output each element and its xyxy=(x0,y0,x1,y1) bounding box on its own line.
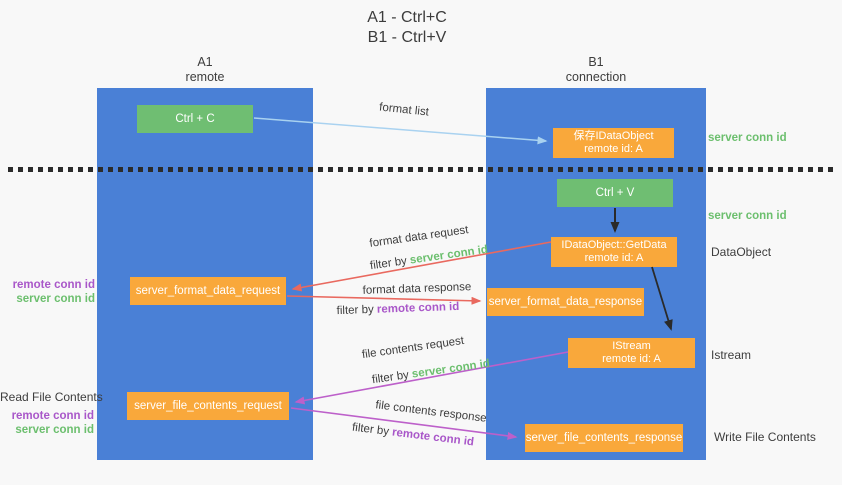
right-label-dataobject: DataObject xyxy=(711,245,772,259)
node-istream-line2: remote id: A xyxy=(602,353,661,365)
right-column-name: B1 xyxy=(588,55,604,69)
node-ctrl-c: Ctrl + C xyxy=(137,105,253,133)
left-column-name: A1 xyxy=(197,55,213,69)
left-label-server-conn-id-1: server conn id xyxy=(16,293,95,305)
left-label-server-conn-id-2: server conn id xyxy=(15,424,94,436)
node-getdata: IDataObject::GetData remote id: A xyxy=(551,237,677,267)
node-ctrl-v-label: Ctrl + V xyxy=(595,187,635,199)
right-column-subtitle: connection xyxy=(565,70,627,84)
node-save-dataobject: 保存IDataObject remote id: A xyxy=(553,128,674,158)
node-format-request: server_format_data_request xyxy=(130,277,286,305)
label-file-contents-response: file contents response xyxy=(374,399,488,425)
node-save-dataobject-line2: remote id: A xyxy=(584,143,643,155)
right-label-istream: Istream xyxy=(711,348,752,362)
node-format-response: server_format_data_response xyxy=(487,288,644,316)
label-format-data-response: format data response xyxy=(362,281,472,297)
node-getdata-line2: remote id: A xyxy=(584,252,644,264)
left-column-subtitle: remote xyxy=(185,70,225,84)
left-label-remote-conn-id-2: remote conn id xyxy=(11,410,94,422)
left-label-remote-conn-id-1: remote conn id xyxy=(12,279,95,291)
node-file-response-label: server_file_contents_response xyxy=(525,432,683,444)
title-line-2: B1 - Ctrl+V xyxy=(367,29,447,46)
node-save-dataobject-line1: 保存IDataObject xyxy=(573,130,654,142)
node-istream-line1: IStream xyxy=(612,340,651,352)
right-label-write-file-contents: Write File Contents xyxy=(714,430,816,444)
left-column-header: A1 remote xyxy=(97,55,313,85)
label-filter-by-remote-conn-id-1: filter by remote conn id xyxy=(336,300,460,318)
label-format-list: format list xyxy=(378,101,430,119)
right-label-server-conn-id-2: server conn id xyxy=(708,210,787,222)
diagram-title: A1 - Ctrl+C B1 - Ctrl+V xyxy=(287,8,527,48)
label-filter-by-remote-conn-id-2: filter by remote conn id xyxy=(351,421,475,449)
label-filter-by-server-conn-id-2: filter by server conn id xyxy=(371,357,491,387)
node-file-response: server_file_contents_response xyxy=(525,424,683,452)
label-file-contents-request: file contents request xyxy=(361,334,465,362)
node-ctrl-v: Ctrl + V xyxy=(557,179,673,207)
left-label-read-file-contents: Read File Contents xyxy=(0,390,103,404)
title-line-1: A1 - Ctrl+C xyxy=(367,9,447,26)
dotted-separator-line xyxy=(8,167,835,172)
node-format-response-label: server_format_data_response xyxy=(488,296,643,308)
node-getdata-line1: IDataObject::GetData xyxy=(561,239,667,251)
node-ctrl-c-label: Ctrl + C xyxy=(175,113,215,125)
node-istream: IStream remote id: A xyxy=(568,338,695,368)
right-label-server-conn-id-1: server conn id xyxy=(708,132,787,144)
node-format-request-label: server_format_data_request xyxy=(135,285,281,297)
left-label-group-file: remote conn id server conn id xyxy=(0,409,94,437)
left-label-group-format: remote conn id server conn id xyxy=(0,278,95,306)
right-column-header: B1 connection xyxy=(486,55,706,85)
node-file-request-label: server_file_contents_request xyxy=(134,400,282,412)
node-file-request: server_file_contents_request xyxy=(127,392,289,420)
